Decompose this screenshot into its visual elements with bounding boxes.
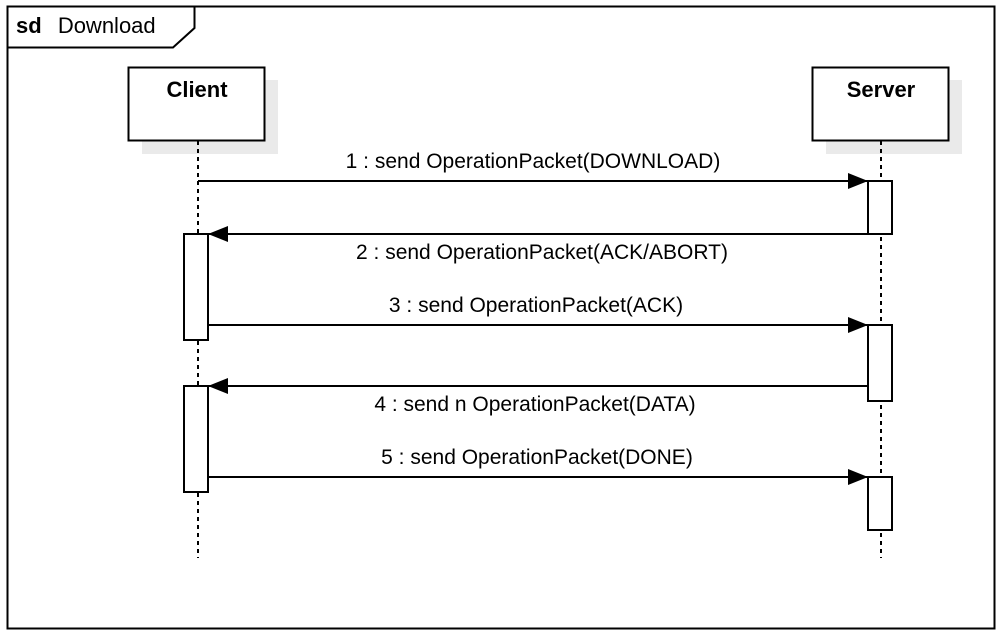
activation-client-2: [183, 385, 209, 493]
frame-label-box: [6, 5, 196, 49]
frame-name: Download: [58, 13, 156, 38]
message-5: 5 : send OperationPacket(DONE): [208, 446, 868, 485]
message-3-label: 3 : send OperationPacket(ACK): [389, 294, 683, 317]
message-4-label: 4 : send n OperationPacket(DATA): [374, 393, 695, 416]
activation-server-2: [867, 324, 893, 402]
lifeline-client: Client: [127, 66, 278, 558]
frame-title: sd Download: [16, 13, 156, 38]
lifeline-server-label: Server: [847, 77, 916, 102]
message-1-label: 1 : send OperationPacket(DOWNLOAD): [346, 150, 721, 173]
message-4: 4 : send n OperationPacket(DATA): [208, 378, 868, 416]
message-2-label: 2 : send OperationPacket(ACK/ABORT): [356, 241, 728, 264]
lifeline-client-label: Client: [166, 77, 228, 102]
lifeline-server-head: [811, 66, 950, 142]
activation-client-1: [183, 233, 209, 341]
lifeline-client-head: [127, 66, 266, 142]
activation-server-3: [867, 476, 893, 531]
frame-keyword: sd: [16, 13, 42, 38]
message-1: 1 : send OperationPacket(DOWNLOAD): [198, 150, 868, 189]
message-5-label: 5 : send OperationPacket(DONE): [381, 446, 693, 469]
message-2: 2 : send OperationPacket(ACK/ABORT): [208, 226, 868, 264]
activation-server-1: [867, 180, 893, 235]
message-3: 3 : send OperationPacket(ACK): [208, 294, 868, 333]
